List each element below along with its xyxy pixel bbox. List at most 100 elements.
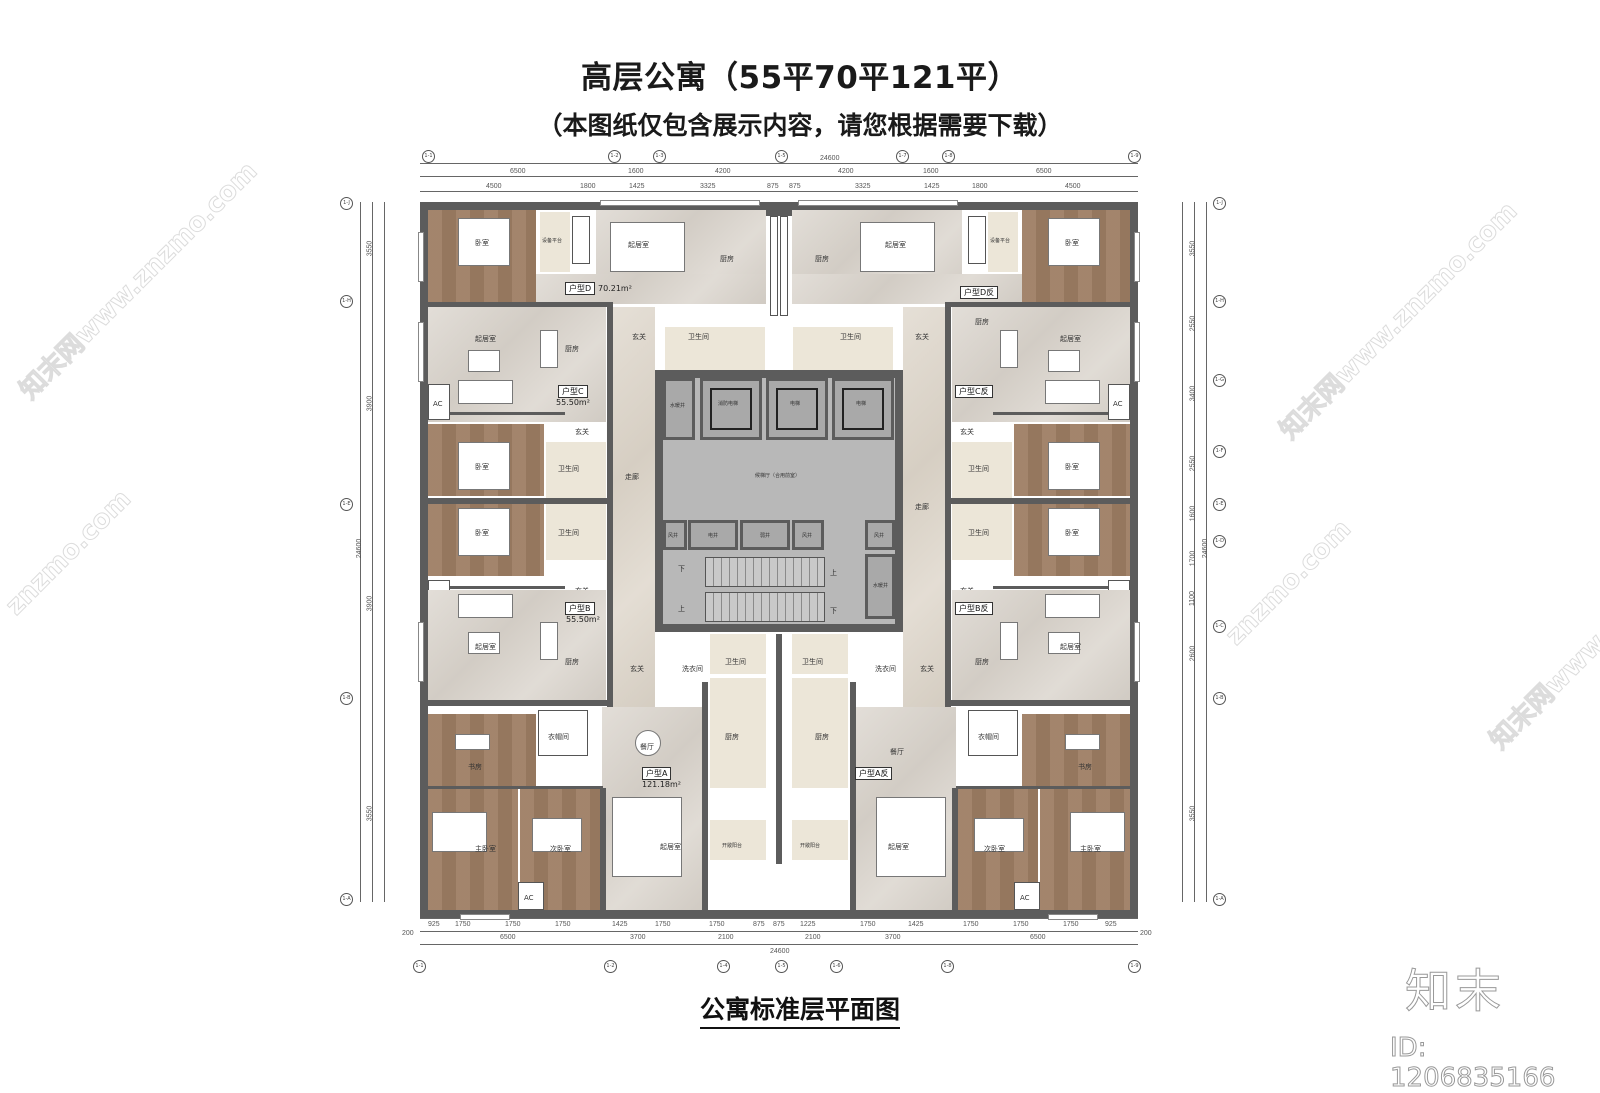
watermark: znzmo.com — [0, 484, 138, 622]
outer-wall — [420, 202, 1138, 210]
bed — [1048, 442, 1100, 490]
desk — [1065, 734, 1100, 750]
bed — [532, 818, 582, 852]
elevator-car — [710, 388, 752, 430]
unit-type-tag: 户型A反 — [855, 767, 893, 780]
unit-area: 70.21m² — [598, 284, 632, 293]
axis-bubble: 1-3 — [653, 150, 666, 163]
elevator-car — [842, 388, 884, 430]
unit-type-tag: 户型C反 — [955, 385, 993, 398]
service-balcony — [792, 820, 848, 860]
unit-a-kitchen — [710, 678, 766, 788]
bed — [1048, 508, 1100, 556]
axis-bubble: 1-5 — [775, 960, 788, 973]
kitchen-counter — [780, 216, 788, 316]
axis-bubble: 1-4 — [717, 960, 730, 973]
unit-c-rev-living — [952, 307, 1130, 422]
kitchen-flue — [968, 216, 986, 264]
ac-unit — [518, 882, 544, 910]
drawing-title: 公寓标准层平面图 — [0, 990, 1600, 1029]
dining-table — [635, 730, 661, 756]
lobby-label: 候梯厅（合用前室） — [755, 473, 801, 479]
axis-bubble: 1-A — [340, 893, 353, 906]
dim-total-top: 24600 — [820, 155, 840, 162]
kitchen-flue — [572, 216, 590, 264]
axis-bubble: 1-8 — [941, 960, 954, 973]
dining-table — [468, 632, 500, 654]
axis-bubble: 1-E — [340, 498, 353, 511]
weak-shaft — [740, 520, 790, 550]
axis-bubble: 1-C — [1213, 620, 1226, 633]
watermark: 知末网www.znzmo.com — [1484, 506, 1600, 756]
wind-shaft — [865, 520, 895, 550]
staircase-upper[interactable] — [705, 557, 825, 587]
unit-d-rev-balcony — [988, 212, 1018, 272]
axis-bubble: 1-9 — [1128, 150, 1141, 163]
page-title: 高层公寓（55平70平121平） — [581, 60, 1019, 96]
water-shaft — [865, 554, 895, 619]
unit-a-rev-study — [1022, 714, 1130, 786]
unit-c-bathroom — [546, 442, 606, 498]
outer-wall — [1130, 202, 1138, 918]
axis-bubble: 1-7 — [896, 150, 909, 163]
sofa — [860, 222, 935, 272]
wind-shaft — [792, 520, 824, 550]
unit-type-tag: 户型C — [558, 385, 588, 398]
dining-table — [468, 350, 500, 372]
water-shaft — [663, 378, 695, 440]
window — [418, 232, 424, 282]
bed — [458, 442, 510, 490]
staircase-lower[interactable] — [705, 592, 825, 622]
ac-unit — [1108, 384, 1130, 420]
watermark: 知末网www.znzmo.com — [14, 156, 264, 406]
axis-bubble: 1-F — [1213, 445, 1226, 458]
unit-area: 55.50m² — [556, 398, 590, 407]
bed — [974, 818, 1024, 852]
window — [418, 622, 424, 682]
unit-a-rev-kitchen — [792, 678, 848, 788]
unit-d-rev-bathroom — [793, 327, 893, 372]
window — [418, 322, 424, 382]
island — [540, 330, 558, 368]
unit-d-bathroom — [665, 327, 765, 372]
axis-bubble: 1-2 — [608, 150, 621, 163]
window — [798, 200, 958, 206]
service-balcony — [710, 820, 766, 860]
unit-a-rev-bathroom — [792, 634, 848, 674]
bed — [432, 812, 487, 852]
sofa — [1045, 380, 1100, 404]
outer-wall — [420, 202, 428, 918]
sofa — [458, 380, 513, 404]
axis-bubble: 1-9 — [1128, 960, 1141, 973]
cloakroom — [538, 710, 588, 756]
axis-bubble: 1-J — [1213, 197, 1226, 210]
unit-type-tag: 户型A — [642, 767, 672, 780]
unit-type-tag: 户型D反 — [960, 286, 999, 299]
cloakroom — [968, 710, 1018, 756]
window — [1048, 914, 1098, 920]
unit-b-bathroom — [546, 504, 606, 560]
axis-bubble: 1-2 — [604, 960, 617, 973]
axis-bubble: 1-A — [1213, 893, 1226, 906]
window — [460, 914, 510, 920]
axis-bubble: 1-8 — [942, 150, 955, 163]
ac-unit — [428, 384, 450, 420]
bed — [458, 218, 510, 266]
unit-d-bedroom — [428, 210, 536, 302]
corridor-right — [903, 307, 945, 707]
unit-type-tag: 户型B反 — [955, 602, 993, 615]
watermark: znzmo.com — [1219, 514, 1358, 652]
axis-bubble: 1-1 — [413, 960, 426, 973]
unit-a-bathroom — [710, 634, 766, 674]
bed — [1048, 218, 1100, 266]
unit-c-living — [428, 307, 606, 422]
bed — [1070, 812, 1125, 852]
kitchen-counter — [770, 216, 778, 316]
sofa — [610, 222, 685, 272]
window — [1134, 232, 1140, 282]
unit-b-rev-bathroom — [952, 504, 1012, 560]
unit-type-tag: 户型B — [565, 602, 595, 615]
unit-area: 55.50m² — [566, 615, 600, 624]
window — [1134, 322, 1140, 382]
bed — [458, 508, 510, 556]
